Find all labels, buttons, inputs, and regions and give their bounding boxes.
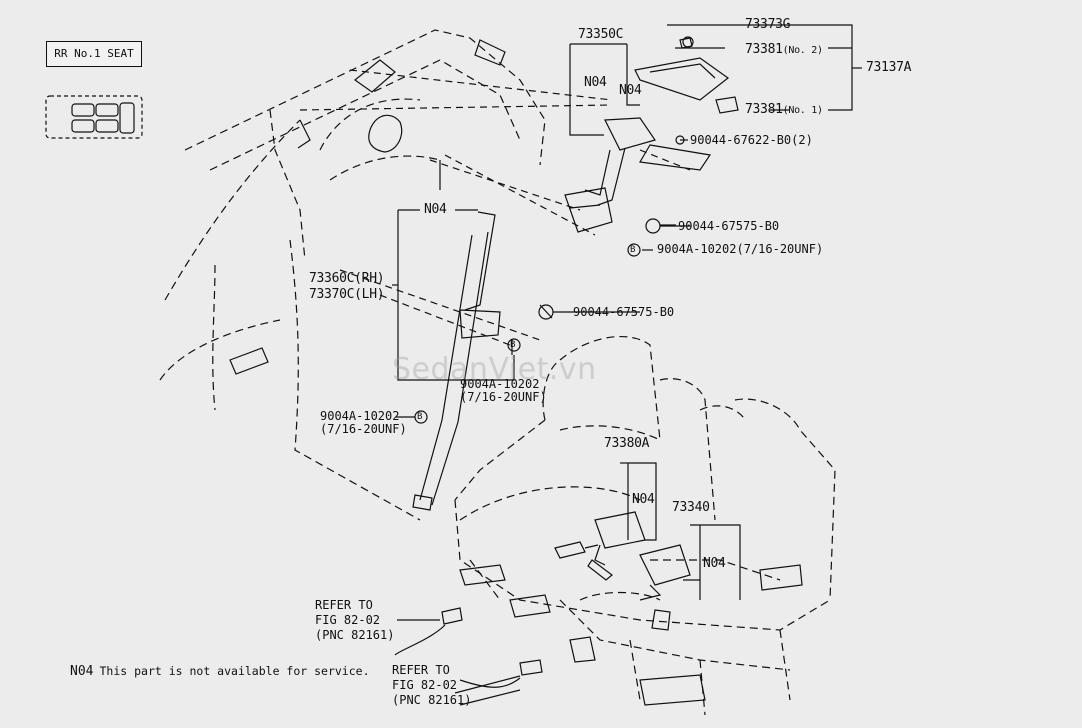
callout-73370c: 73370C(LH)	[309, 287, 385, 302]
seat-location-icon	[45, 95, 143, 139]
callout-9004a-mid-2: (7/16-20UNF)	[460, 390, 547, 404]
callout-n04-buckle: N04	[632, 492, 655, 507]
refer-2-line2: FIG 82-02	[392, 678, 458, 692]
callout-n04-upper-b: N04	[619, 83, 642, 98]
callout-90044-67575-mid: 90044-67575-B0	[573, 305, 675, 319]
marker-b-upper: B	[630, 245, 636, 255]
seat-base-solid	[459, 564, 803, 706]
bolt-icons	[538, 36, 694, 320]
callout-90044-67622: 90044-67622-B0(2)	[690, 133, 813, 147]
rear-seat	[454, 335, 836, 716]
callout-9004a-left-1: 9004A-10202	[320, 409, 400, 423]
callout-73350c: 73350C	[578, 27, 624, 42]
callout-9004a-left-2: (7/16-20UNF)	[320, 422, 407, 436]
callout-73137a: 73137A	[866, 60, 912, 75]
marker-b-mid: B	[510, 340, 516, 350]
callout-90044-67575-upper: 90044-67575-B0	[678, 219, 780, 233]
buckle-bracket-73373g	[634, 37, 739, 114]
callout-73373g: 73373G	[745, 17, 791, 32]
refer-2-line3: (PNC 82161)	[392, 693, 472, 707]
footnote-code: N04	[70, 664, 94, 679]
marker-b-left: B	[417, 412, 423, 422]
callout-n04-retractor: N04	[703, 556, 726, 571]
refer-1-line3: (PNC 82161)	[315, 628, 395, 642]
footnote: N04 This part is not available for servic…	[70, 664, 370, 679]
buckle-73380a	[554, 462, 657, 581]
vehicle-body-solid	[229, 39, 506, 375]
refer-2-line1: REFER TO	[392, 663, 450, 677]
callout-73380a: 73380A	[604, 436, 650, 451]
watermark: SedanViet.vn	[392, 352, 597, 387]
callout-n04-belt: N04	[424, 202, 447, 217]
seat-location-label: RR No.1 SEAT	[46, 41, 142, 67]
shoulder-belt	[392, 209, 515, 511]
callout-n04-upper-a: N04	[584, 75, 607, 90]
leader-bolts	[553, 225, 691, 313]
refer-1-line2: FIG 82-02	[315, 613, 381, 627]
callout-9004a-mid-1: 9004A-10202	[460, 377, 540, 391]
leader-lines	[299, 69, 691, 346]
retractor-assembly-upper	[564, 117, 712, 233]
vehicle-body-outline	[159, 29, 546, 521]
refer-1-line1: REFER TO	[315, 598, 373, 612]
callout-73360c: 73360C(RH)	[309, 271, 385, 286]
callout-73340: 73340	[672, 500, 710, 515]
footnote-text: This part is not available for service.	[99, 664, 370, 678]
retractor-73340	[639, 524, 741, 631]
marker-b-symbols	[414, 243, 641, 424]
connector-lower-right	[454, 659, 543, 706]
connector-lower-left	[394, 607, 463, 656]
callout-9004a-upper: 9004A-10202(7/16-20UNF)	[657, 242, 824, 256]
callout-73381-no1: 73381(No. 1)	[745, 102, 823, 117]
callout-73381-no2: 73381(No. 2)	[745, 42, 823, 57]
